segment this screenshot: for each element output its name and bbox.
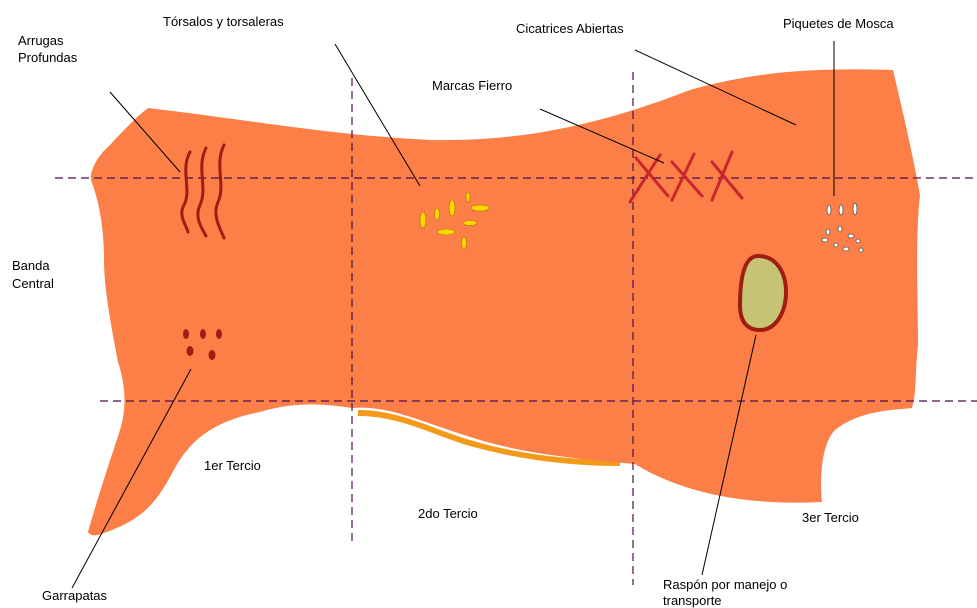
fly-bite	[856, 239, 860, 243]
label-piquetes: Piquetes de Mosca	[783, 16, 894, 31]
warble-mark	[437, 229, 455, 235]
fly-bite	[838, 226, 842, 232]
warble-mark	[466, 192, 470, 202]
label-marcas-fierro: Marcas Fierro	[432, 78, 512, 93]
warble-mark	[435, 208, 440, 220]
fly-bite	[834, 243, 838, 247]
tick-mark	[209, 350, 216, 360]
fly-bite	[839, 205, 843, 215]
fly-bite	[859, 248, 863, 252]
warble-mark	[462, 237, 467, 249]
label-3er-tercio: 3er Tercio	[802, 510, 859, 525]
tick-mark	[200, 329, 206, 339]
label-torsalos: Tórsalos y torsaleras	[163, 14, 284, 29]
label-arrugas: Arrugas	[18, 33, 64, 48]
label-raspon: Raspón por manejo o	[663, 577, 787, 592]
label-garrapatas: Garrapatas	[42, 588, 108, 603]
fly-bite	[822, 238, 828, 242]
fly-bite	[827, 205, 831, 215]
fly-bite	[853, 203, 857, 215]
fly-bite	[826, 229, 830, 235]
tick-mark	[183, 329, 189, 339]
warble-mark	[471, 205, 489, 211]
label-transporte: transporte	[663, 593, 722, 608]
tick-mark	[187, 346, 194, 356]
tick-mark	[216, 329, 222, 339]
fly-bite	[848, 234, 854, 238]
label-1er-tercio: 1er Tercio	[204, 458, 261, 473]
label-cicatrices: Cicatrices Abiertas	[516, 21, 624, 36]
label-2do-tercio: 2do Tercio	[418, 506, 478, 521]
warble-mark	[463, 221, 477, 226]
warble-mark	[420, 212, 426, 228]
fly-bite	[843, 247, 849, 251]
label-profundas: Profundas	[18, 50, 78, 65]
label-central: Central	[12, 276, 54, 291]
warble-mark	[449, 200, 455, 216]
abrasion-patch	[740, 256, 786, 330]
label-banda: Banda	[12, 258, 50, 273]
